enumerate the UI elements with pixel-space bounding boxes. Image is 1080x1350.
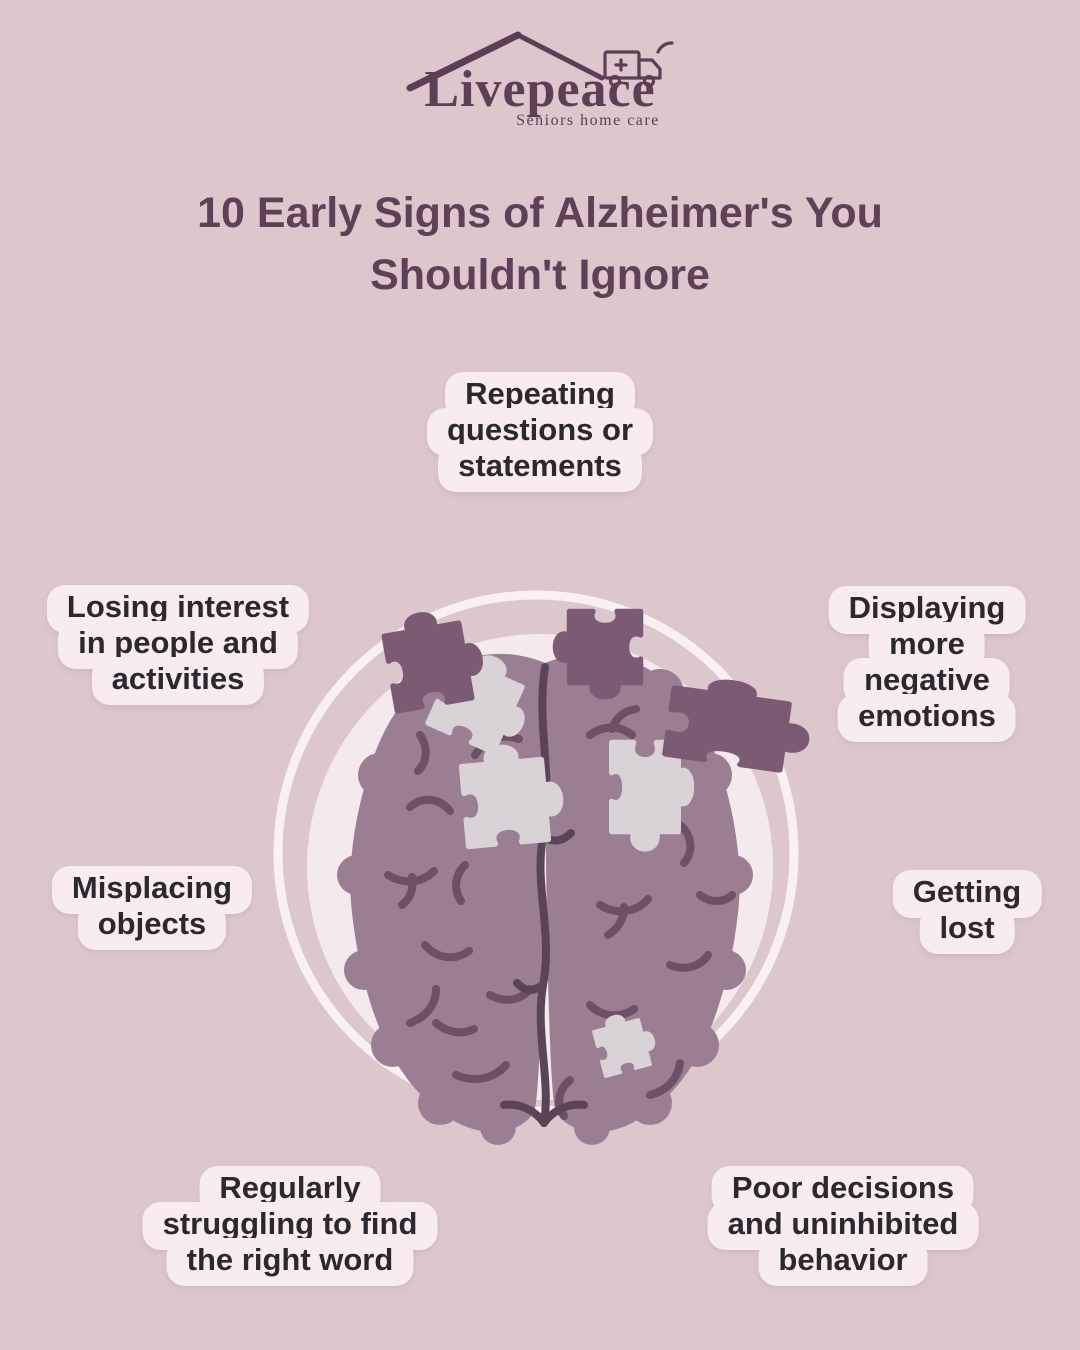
- sign-line: Getting: [892, 870, 1042, 918]
- sign-line: objects: [77, 902, 227, 950]
- sign-line: behavior: [758, 1238, 928, 1286]
- sign-line: Displaying: [828, 586, 1026, 634]
- sign-line: the right word: [166, 1238, 414, 1286]
- sign-line: emotions: [838, 694, 1016, 742]
- page-title-line1: 10 Early Signs of Alzheimer's You: [197, 189, 883, 237]
- sign-line: lost: [919, 906, 1015, 954]
- brain-with-puzzle-pieces-illustration: [273, 590, 820, 1145]
- page-title: 10 Early Signs of Alzheimer's You Should…: [0, 182, 1080, 307]
- brand-name: Livepeace: [424, 61, 656, 118]
- roof-and-truck-icon: [406, 31, 674, 92]
- brand-tagline: Seniors home care: [516, 112, 660, 129]
- page-title-line2: Shouldn't Ignore: [370, 251, 710, 300]
- sign-line: activities: [91, 657, 265, 705]
- brand-logo: Livepeace Seniors home care: [360, 24, 720, 130]
- sign-line: statements: [438, 444, 642, 492]
- sign-line: and uninhibited: [707, 1202, 979, 1250]
